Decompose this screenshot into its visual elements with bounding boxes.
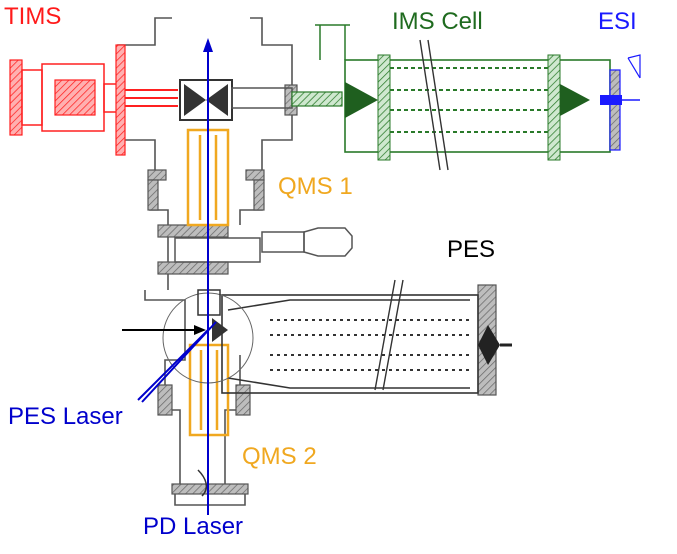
esi-label: ESI xyxy=(598,8,637,35)
pes-laser-label: PES Laser xyxy=(8,403,123,430)
pd-laser-label: PD Laser xyxy=(143,513,244,540)
laser-beams xyxy=(122,38,217,515)
qms1-label: QMS 1 xyxy=(278,173,353,200)
tims-source xyxy=(9,44,178,156)
pump-port xyxy=(174,227,353,263)
pes-spectrometer xyxy=(221,279,512,394)
ims-cell-label: IMS Cell xyxy=(392,8,483,35)
pes-label: PES xyxy=(447,236,496,263)
esi-source xyxy=(600,54,641,151)
qms2-label: QMS 2 xyxy=(242,443,317,470)
central-ion-optics xyxy=(179,79,293,121)
ims-cell xyxy=(291,24,611,171)
tims-label: TIMS xyxy=(4,3,62,30)
